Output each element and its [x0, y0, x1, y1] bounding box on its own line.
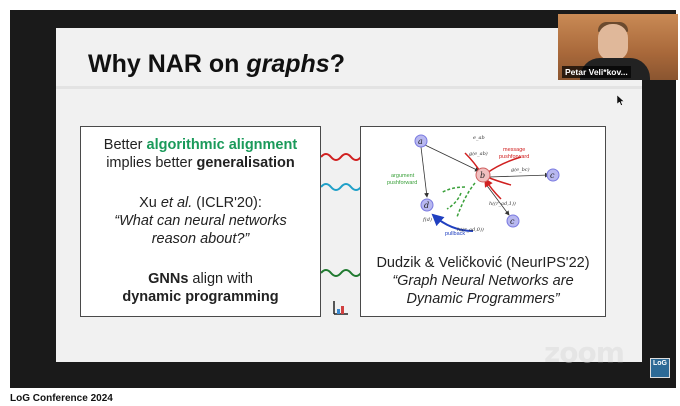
participant-head — [598, 24, 628, 60]
left-card-line-1: Better algorithmic alignment — [81, 137, 320, 154]
edge-a-d — [420, 146, 429, 198]
node-b-label: b — [480, 171, 485, 180]
log-logo-text: LoG — [653, 360, 667, 367]
left-line2-prefix: implies better — [106, 155, 197, 171]
left-card-line-7: dynamic programming — [122, 289, 279, 305]
dp-gnn-diagram: a b c d c message pushforward argument p… — [387, 134, 560, 237]
slide-title-prefix: Why NAR on — [88, 50, 247, 78]
connector-waves — [321, 153, 361, 277]
node-a-label: a — [418, 137, 423, 146]
zoom-watermark: zoom — [544, 336, 625, 369]
slide-title-emphasis: graphs — [246, 50, 330, 78]
node-d — [420, 198, 434, 212]
left-card-line-3: Xu et al. (ICLR'20): — [81, 195, 320, 212]
slide-title-underline — [56, 86, 642, 89]
message-arrows — [464, 152, 522, 200]
et-al-text: et al. — [160, 195, 193, 211]
slide-title: Why NAR on graphs? — [88, 50, 345, 79]
node-d-label: d — [424, 201, 429, 210]
label-h1: h((r_ad,1)) — [489, 200, 516, 207]
node-c2-label: c — [510, 217, 515, 226]
algorithmic-alignment-text: algorithmic alignment — [146, 137, 298, 153]
argument-label-2: pushforward — [387, 180, 417, 186]
right-card-quote-2: Dynamic Programmers” — [406, 291, 560, 307]
edge-a-b — [424, 144, 480, 172]
generalisation-text: generalisation — [196, 155, 295, 171]
right-card: a b c d c message pushforward argument p… — [360, 126, 606, 317]
left-card: Better algorithmic alignment implies bet… — [80, 126, 321, 317]
red-wave — [321, 153, 361, 161]
argument-label-1: argument — [391, 173, 415, 179]
label-g-ebc: g(e_bc) — [511, 166, 530, 173]
node-b — [475, 167, 491, 183]
node-c2 — [506, 214, 520, 228]
node-c — [546, 168, 560, 182]
edge-b-c2 — [484, 182, 510, 216]
axes-icon — [333, 301, 348, 315]
green-wave — [321, 269, 361, 277]
pullback-label: pullback — [445, 231, 465, 237]
label-g-eab: g(e_ab) — [469, 150, 488, 157]
label-f-d: f(d) — [422, 216, 432, 223]
xu-text: Xu — [139, 195, 161, 211]
argument-arrows — [440, 182, 476, 218]
participant-video-tile[interactable]: Petar Veli*kov... — [558, 14, 678, 80]
cursor-icon — [617, 95, 625, 106]
cyan-wave — [321, 183, 361, 191]
pullback-arrow — [431, 213, 474, 232]
left-line1-text: Better — [103, 137, 147, 153]
label-h0: h((r_ad,0)) — [457, 226, 484, 233]
align-with-text: align with — [188, 271, 253, 287]
gnns-text: GNNs — [148, 271, 189, 287]
right-card-quote-1: “Graph Neural Networks are — [392, 273, 574, 289]
left-card-line-2: implies better generalisation — [81, 155, 320, 172]
left-card-line-4: “What can neural networks — [114, 213, 287, 229]
edge-b-c — [488, 172, 550, 178]
iclr-text: (ICLR'20): — [192, 195, 262, 211]
right-card-citation: Dudzik & Veličković (NeurIPS'22) — [376, 255, 590, 271]
conference-caption: LoG Conference 2024 — [10, 393, 113, 404]
label-eab: e_ab — [473, 135, 485, 141]
log-logo-icon: LoG — [650, 358, 670, 378]
node-a — [414, 134, 428, 148]
left-card-line-5: reason about?” — [151, 231, 250, 247]
message-label-1: message — [503, 147, 525, 153]
message-label-2: pushforward — [499, 154, 529, 160]
participant-name-tag: Petar Veli*kov... — [562, 66, 631, 78]
left-card-line-6: GNNs align with — [81, 271, 320, 288]
node-c-label: c — [550, 171, 555, 180]
slide-title-suffix: ? — [329, 50, 345, 78]
